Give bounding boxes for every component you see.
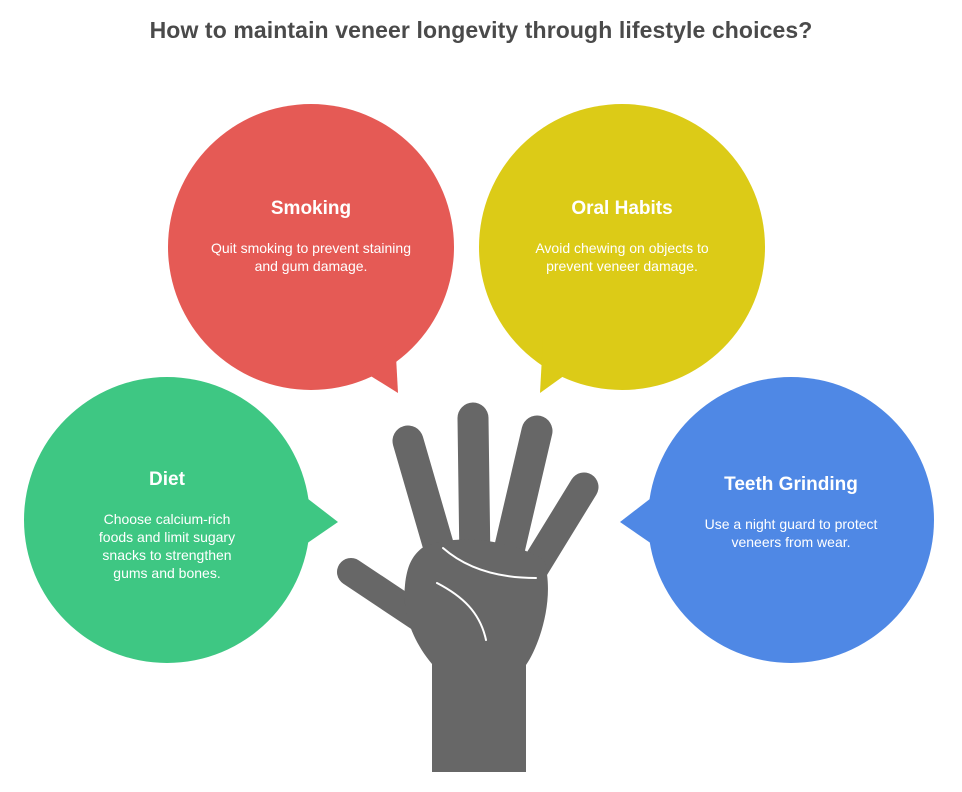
smoking-text-block: Smoking Quit smoking to prevent staining… [211,198,411,275]
diet-text-block: Diet Choose calcium-rich foods and limit… [87,469,247,582]
smoking-bubble [168,104,454,393]
hand-icon [337,402,599,772]
smoking-title: Smoking [270,198,352,219]
teeth-grinding-title: Teeth Grinding [724,474,858,495]
teeth-grinding-description: Use a night guard to protect veneers fro… [704,516,878,550]
diet-bubble [24,377,338,663]
palm-line-heart [442,547,537,579]
palm [404,539,548,772]
oral-habits-circle [479,104,765,390]
smoking-circle [168,104,454,390]
oral-habits-description: Avoid chewing on objects to prevent vene… [535,240,709,274]
teeth-grinding-circle [648,377,934,663]
oral-habits-bubble [479,104,765,393]
diet-circle [24,377,310,663]
teeth-grinding-text-block: Teeth Grinding Use a night guard to prot… [701,474,881,551]
oral-habits-text-block: Oral Habits Avoid chewing on objects to … [522,198,722,275]
teeth-grinding-pointer [620,485,668,555]
finger-ring [489,415,553,584]
diet-title: Diet [149,469,185,490]
oral-habits-pointer [540,338,572,393]
diet-description: Choose calcium-rich foods and limit suga… [98,511,236,581]
page-title: How to maintain veneer longevity through… [149,17,813,43]
palm-line-life [436,582,487,641]
oral-habits-title: Oral Habits [571,198,673,219]
smoking-pointer [361,338,398,393]
smoking-description: Quit smoking to prevent staining and gum… [211,240,411,274]
teeth-grinding-bubble [620,377,934,663]
diet-pointer [290,485,338,555]
